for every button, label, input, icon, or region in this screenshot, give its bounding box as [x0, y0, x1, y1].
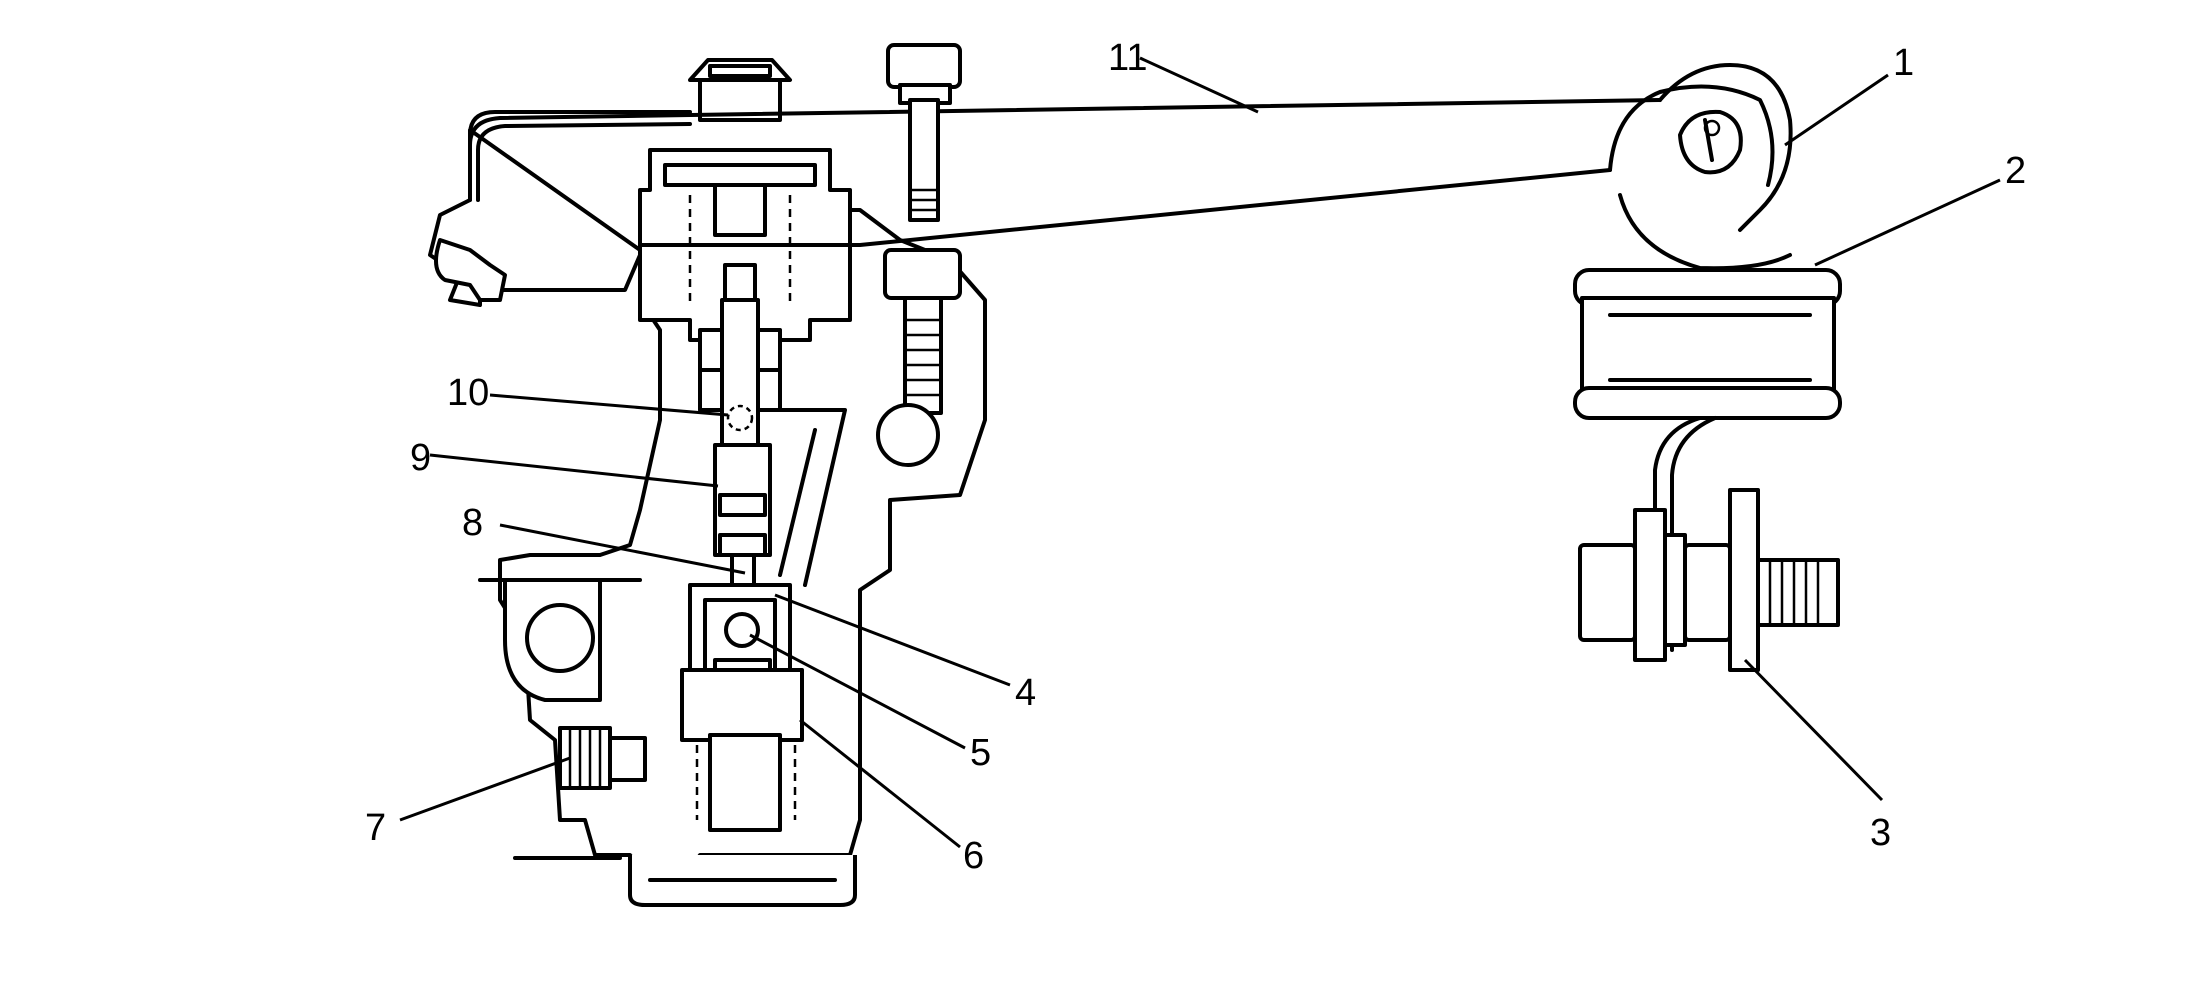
- leader-10: [489, 393, 729, 417]
- leader-7: [399, 756, 571, 822]
- check-ball-chamber: [680, 583, 804, 832]
- retainer-clip: [1608, 63, 1793, 271]
- adjusting-bolt: [876, 43, 962, 467]
- leader-1: [1784, 73, 1889, 147]
- linkage-rod: [468, 98, 1662, 247]
- callout-2: 2: [2005, 150, 2026, 192]
- leader-9: [429, 453, 719, 488]
- callout-10: 10: [447, 372, 489, 414]
- leader-11: [1139, 56, 1259, 114]
- leader-2: [1814, 178, 2001, 267]
- leader-3: [1743, 658, 1884, 802]
- callout-11: 11: [1108, 37, 1147, 79]
- callout-9: 9: [410, 437, 431, 479]
- callout-5: 5: [970, 732, 991, 774]
- callout-4: 4: [1015, 672, 1036, 714]
- callout-8: 8: [462, 502, 483, 544]
- leader-8: [499, 523, 746, 575]
- leader-4: [774, 593, 1011, 687]
- leader-5: [749, 633, 966, 750]
- callout-labels: 1 2 3 4 5 6 7 8 9 10 11: [365, 37, 2026, 877]
- callout-7: 7: [365, 807, 386, 849]
- callout-6: 6: [963, 835, 984, 877]
- side-plug: [558, 726, 647, 790]
- callout-1: 1: [1893, 42, 1914, 84]
- leader-lines: [399, 56, 2001, 849]
- leader-6: [799, 718, 961, 849]
- bracket-arm: [1653, 416, 1717, 652]
- callout-3: 3: [1870, 812, 1891, 854]
- stud-bolt: [1578, 488, 1840, 672]
- bushing: [1573, 268, 1842, 420]
